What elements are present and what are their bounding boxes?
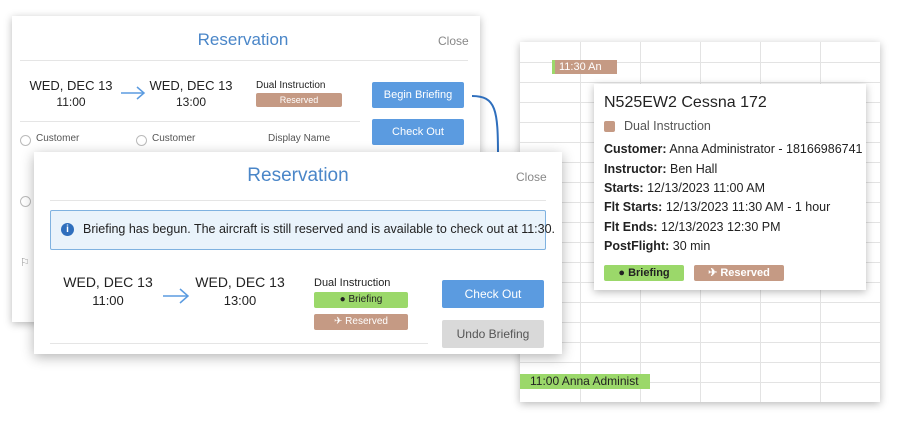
close-button[interactable]: Close xyxy=(438,34,469,48)
flt-ends-value: 12/13/2023 12:30 PM xyxy=(660,220,781,234)
user-icon xyxy=(20,196,31,207)
dialog-title: Reservation xyxy=(197,30,289,49)
popup-flt-ends-row: Flt Ends: 12/13/2023 12:30 PM xyxy=(604,220,781,234)
status-badge: Reserved xyxy=(256,93,342,107)
starts-label: Starts: xyxy=(604,181,644,195)
close-button[interactable]: Close xyxy=(516,170,547,184)
starts-value: 12/13/2023 11:00 AM xyxy=(647,181,765,195)
end-date: WED, DEC 13 13:00 xyxy=(149,78,233,109)
popup-type-label: Dual Instruction xyxy=(624,119,711,133)
popup-badge-reserved: ✈ Reserved xyxy=(694,265,784,281)
reservation-type: Dual Instruction xyxy=(314,277,391,289)
check-out-button[interactable]: Check Out xyxy=(372,119,464,145)
column-header-display-name: Display Name xyxy=(268,133,331,144)
reservation-popup: N525EW2 Cessna 172 Dual Instruction Cust… xyxy=(594,84,866,290)
divider xyxy=(20,121,360,122)
flt-starts-label: Flt Starts: xyxy=(604,200,663,214)
flt-ends-label: Flt Ends: xyxy=(604,220,658,234)
popup-instructor-row: Instructor: Ben Hall xyxy=(604,162,717,176)
customer-label: Customer: xyxy=(604,142,667,156)
airplane-icon: ✈ xyxy=(708,267,718,279)
dialog-title: Reservation xyxy=(247,165,349,186)
airplane-icon: ✈ xyxy=(334,316,343,327)
info-banner: i Briefing has begun. The aircraft is st… xyxy=(50,210,555,250)
calendar-grid-line xyxy=(580,42,581,402)
info-message: Briefing has begun. The aircraft is stil… xyxy=(83,222,556,236)
info-icon: i xyxy=(61,223,74,236)
flag-icon: ⚐ xyxy=(20,257,30,269)
postflight-value: 30 min xyxy=(672,239,711,253)
customer-value: Anna Administrator - 18166986741 xyxy=(669,142,863,156)
person-icon: ● xyxy=(618,267,626,279)
check-out-button[interactable]: Check Out xyxy=(442,280,544,308)
popup-badge-briefing: ● Briefing xyxy=(604,265,684,281)
column-header-customer: Customer xyxy=(152,133,196,144)
column-header-customer: Customer xyxy=(36,133,80,144)
begin-briefing-button[interactable]: Begin Briefing xyxy=(372,82,464,108)
postflight-label: PostFlight: xyxy=(604,239,670,253)
badge-reserved: ✈ Reserved xyxy=(314,314,408,330)
flt-starts-value: 12/13/2023 11:30 AM - 1 hour xyxy=(665,200,831,214)
calendar-event-label: 11:30 An xyxy=(559,61,602,73)
instructor-label: Instructor: xyxy=(604,162,667,176)
popup-title: N525EW2 Cessna 172 xyxy=(604,94,767,111)
reservation-dialog-front: Reservation Close i Briefing has begun. … xyxy=(34,152,562,354)
user-icon xyxy=(136,135,147,146)
person-icon: ● xyxy=(339,294,346,305)
divider xyxy=(50,200,546,201)
popup-customer-row: Customer: Anna Administrator - 181669867… xyxy=(604,142,863,156)
reservation-type: Dual Instruction xyxy=(256,80,326,91)
instructor-value: Ben Hall xyxy=(669,162,718,176)
arrow-right-icon xyxy=(120,86,146,105)
popup-type-swatch xyxy=(604,121,615,132)
popup-postflight-row: PostFlight: 30 min xyxy=(604,239,710,253)
calendar-event-bottom[interactable]: 11:00 Anna Administ xyxy=(520,374,650,389)
badge-briefing: ● Briefing xyxy=(314,292,408,308)
start-date: WED, DEC 13 11:00 xyxy=(29,78,113,109)
end-date: WED, DEC 13 13:00 xyxy=(195,274,285,308)
popup-starts-row: Starts: 12/13/2023 11:00 AM xyxy=(604,181,765,195)
undo-briefing-button[interactable]: Undo Briefing xyxy=(442,320,544,348)
start-date: WED, DEC 13 11:00 xyxy=(63,274,153,308)
divider xyxy=(50,343,428,344)
arrow-right-icon xyxy=(162,288,190,309)
popup-flt-starts-row: Flt Starts: 12/13/2023 11:30 AM - 1 hour xyxy=(604,200,830,214)
user-icon xyxy=(20,135,31,146)
calendar-event-label: 11:00 Anna Administ xyxy=(530,374,639,388)
calendar-event-top[interactable]: 11:30 An xyxy=(552,60,617,74)
divider xyxy=(20,60,468,61)
